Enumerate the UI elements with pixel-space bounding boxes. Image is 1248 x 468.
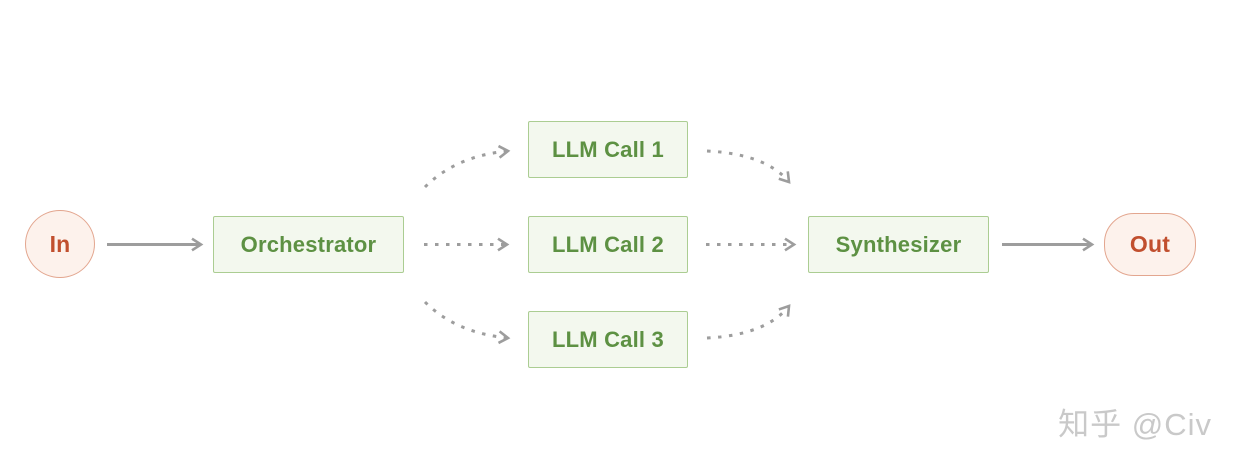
node-orchestrator-label: Orchestrator bbox=[240, 231, 377, 257]
node-in: In bbox=[25, 210, 95, 278]
node-orchestrator: Orchestrator bbox=[213, 216, 404, 273]
node-llm-call-3-label: LLM Call 3 bbox=[551, 326, 664, 352]
node-in-label: In bbox=[49, 230, 71, 257]
node-out: Out bbox=[1104, 213, 1196, 276]
node-llm-call-3: LLM Call 3 bbox=[528, 311, 688, 368]
edge-orchestrator-llm3 bbox=[423, 300, 511, 345]
edge-llm3-synthesizer bbox=[706, 304, 791, 340]
edge-llm1-synthesizer bbox=[706, 149, 791, 184]
node-llm-call-2: LLM Call 2 bbox=[528, 216, 688, 273]
node-out-label: Out bbox=[1129, 231, 1171, 257]
node-synthesizer: Synthesizer bbox=[808, 216, 989, 273]
node-llm-call-2-label: LLM Call 2 bbox=[551, 231, 664, 257]
node-llm-call-1: LLM Call 1 bbox=[528, 121, 688, 178]
edge-orchestrator-llm1 bbox=[423, 144, 511, 189]
node-synthesizer-label: Synthesizer bbox=[835, 231, 962, 257]
node-llm-call-1-label: LLM Call 1 bbox=[551, 136, 664, 162]
watermark: 知乎 @Civ bbox=[1058, 407, 1212, 442]
